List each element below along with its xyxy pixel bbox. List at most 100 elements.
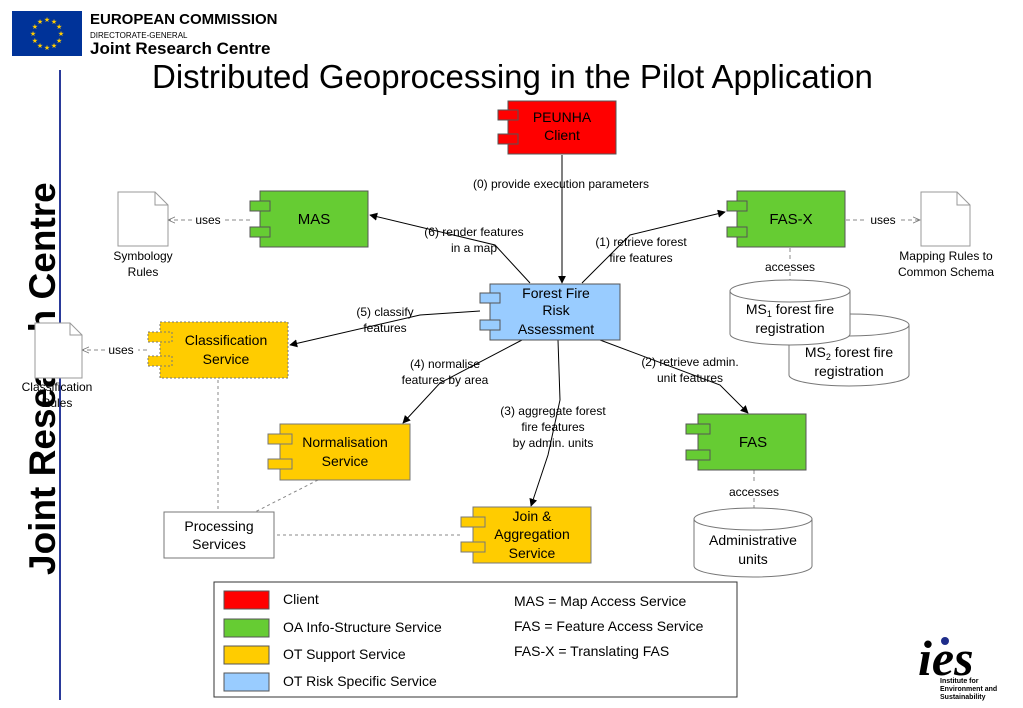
component-label: MAS	[298, 211, 331, 228]
edge-6-line	[369, 212, 531, 284]
document-icon	[117, 191, 169, 247]
component-port	[479, 292, 501, 304]
component-port	[460, 541, 486, 553]
datastore-top	[729, 279, 851, 303]
document-icon	[34, 322, 83, 379]
eu-star-icon: ★	[51, 42, 57, 50]
edge-5-line	[289, 310, 481, 348]
edge-0-label: (0) provide execution parameters	[473, 177, 649, 191]
component-port	[147, 355, 173, 367]
eu-star-icon: ★	[30, 30, 36, 38]
component-label: FAS-X	[769, 211, 812, 228]
eu-star-icon: ★	[56, 37, 62, 45]
datastore-top	[693, 507, 813, 531]
component-port	[147, 331, 173, 343]
component-label: FAS	[739, 434, 767, 451]
component-port	[479, 319, 501, 331]
edge-2-line	[599, 339, 749, 414]
page-title: Distributed Geoprocessing in the Pilot A…	[152, 58, 873, 95]
component-body	[279, 423, 411, 481]
component-port	[460, 516, 486, 528]
edge-1-line	[581, 209, 726, 284]
component-body	[472, 506, 592, 564]
eu-star-icon: ★	[32, 37, 38, 45]
processing-services-rect	[163, 511, 275, 559]
component-body	[159, 321, 289, 379]
legend-swatch	[223, 590, 270, 610]
legend: Client OA Info-Structure Service OT Supp…	[213, 581, 738, 698]
accesses-label-fas: accesses	[729, 485, 779, 499]
component-port	[497, 133, 519, 145]
component-port	[249, 200, 271, 212]
datastore-shape	[693, 519, 813, 578]
eu-star-icon: ★	[58, 30, 64, 38]
eu-star-icon: ★	[37, 42, 43, 50]
edge-2-label: (2) retrieve admin.unit features	[641, 355, 738, 385]
eu-star-icon: ★	[44, 44, 50, 52]
legend-label: OT Support Service	[283, 646, 406, 662]
legend-item-ot-support: OT Support Service	[223, 645, 406, 665]
component-fasx: FAS-X	[726, 190, 846, 248]
component-body	[489, 283, 621, 341]
document-icon	[920, 191, 971, 247]
component-fas: FAS	[685, 413, 807, 471]
eu-stars-icon: ★★★★★★★★★★★★	[30, 16, 64, 52]
legend-item-ot-risk: OT Risk Specific Service	[223, 672, 437, 692]
component-port	[249, 226, 271, 238]
component-port	[726, 200, 748, 212]
uses-label-mas: uses	[195, 213, 220, 227]
component-body	[736, 190, 846, 248]
component-port	[685, 423, 711, 435]
legend-swatch	[223, 672, 270, 692]
side-banner: Joint Research Centre	[22, 182, 63, 575]
eu-logo: ★★★★★★★★★★★★	[12, 11, 82, 56]
legend-frame	[213, 581, 738, 698]
component-body	[259, 190, 369, 248]
legend-abbrev-fas: FAS = Feature Access Service	[514, 618, 704, 634]
assoc-normalisation-processing	[254, 479, 319, 513]
uses-label-classification: uses	[108, 343, 133, 357]
component-port	[726, 226, 748, 238]
legend-abbrev-fasx: FAS-X = Translating FAS	[514, 643, 669, 659]
uses-label-fasx: uses	[870, 213, 895, 227]
eu-star-icon: ★	[44, 16, 50, 24]
legend-item-oa: OA Info-Structure Service	[223, 618, 442, 638]
accesses-label-fasx: accesses	[765, 260, 815, 274]
component-port	[685, 449, 711, 461]
legend-swatch	[223, 618, 270, 638]
ies-dot-icon	[941, 637, 949, 645]
org-name: EUROPEAN COMMISSION	[90, 11, 278, 28]
component-mas: MAS	[249, 190, 369, 248]
eu-flag	[12, 11, 82, 56]
eu-star-icon: ★	[37, 18, 43, 26]
component-body	[697, 413, 807, 471]
eu-star-icon: ★	[32, 23, 38, 31]
component-port	[497, 109, 519, 121]
legend-label: OT Risk Specific Service	[283, 673, 437, 689]
